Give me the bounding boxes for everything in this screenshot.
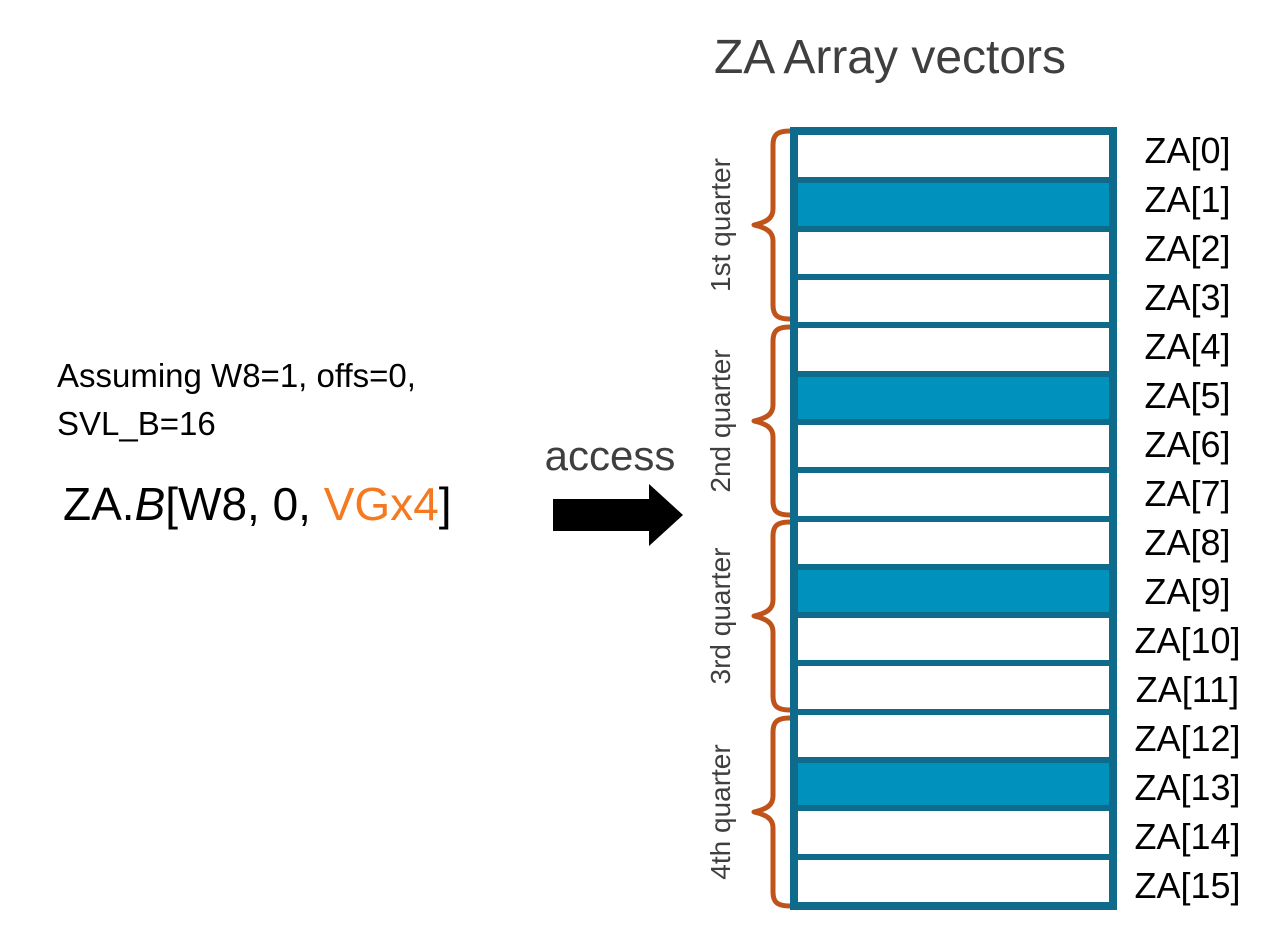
row-label: ZA[12] (1134, 717, 1241, 759)
access-label: access (544, 432, 676, 479)
za-row-6 (795, 421, 1112, 471)
row-label: ZA[4] (1144, 326, 1231, 368)
expression-middle: [W8, 0, (165, 478, 324, 530)
za-row-10 (795, 615, 1112, 664)
row-label: ZA[8] (1144, 521, 1231, 563)
quarter-label-2: 2nd quarter (705, 349, 736, 493)
za-row-0 (795, 132, 1112, 181)
quarter-brace-4 (751, 715, 792, 909)
row-label: ZA[9] (1144, 570, 1231, 612)
za-row-12 (795, 711, 1112, 761)
assumptions-text: Assuming W8=1, offs=0, SVL_B=16 (57, 352, 416, 448)
row-label: ZA[7] (1144, 473, 1231, 515)
za-array (790, 127, 1117, 910)
row-label: ZA[2] (1144, 228, 1231, 270)
row-label: ZA[13] (1134, 766, 1241, 808)
quarter-label-1: 1st quarter (705, 158, 736, 292)
diagram-title: ZA Array vectors (713, 31, 1067, 84)
za-row-9 (795, 566, 1112, 616)
za-row-3 (795, 276, 1112, 326)
row-label: ZA[14] (1134, 815, 1241, 857)
za-row-15 (795, 856, 1112, 905)
row-label: ZA[3] (1144, 277, 1231, 319)
za-access-expression: ZA.B[W8, 0, VGx4] (63, 477, 452, 531)
row-label: ZA[15] (1134, 864, 1241, 906)
row-label: ZA[6] (1144, 424, 1231, 466)
row-label: ZA[10] (1134, 619, 1241, 661)
assumption-line-1: Assuming W8=1, offs=0, (57, 357, 416, 394)
quarter-label-4: 4th quarter (705, 744, 736, 880)
za-row-14 (795, 808, 1112, 857)
quarter-brace-1 (751, 128, 792, 322)
row-label: ZA[0] (1144, 130, 1231, 172)
quarter-brace-2 (751, 324, 792, 518)
za-row-8 (795, 518, 1112, 567)
expression-tile-letter: B (134, 478, 166, 530)
expression-suffix: ] (438, 478, 452, 530)
za-row-11 (795, 663, 1112, 712)
quarter-label-3: 3rd quarter (705, 547, 736, 685)
za-row-5 (795, 373, 1112, 422)
row-label: ZA[1] (1144, 179, 1231, 221)
za-row-7 (795, 470, 1112, 519)
access-arrow-icon (553, 484, 683, 546)
za-row-1 (795, 180, 1112, 229)
quarter-brace-3 (751, 519, 792, 713)
za-row-4 (795, 325, 1112, 374)
za-row-2 (795, 228, 1112, 277)
assumption-line-2: SVL_B=16 (57, 405, 216, 442)
row-label: ZA[11] (1135, 668, 1240, 710)
row-label: ZA[5] (1144, 375, 1231, 417)
row-label-column: ZA[0] ZA[1] ZA[2] ZA[3] ZA[4] ZA[5] ZA[6… (1125, 127, 1250, 910)
za-row-13 (795, 760, 1112, 809)
expression-vector-group: VGx4 (323, 478, 439, 530)
expression-prefix: ZA. (63, 478, 135, 530)
